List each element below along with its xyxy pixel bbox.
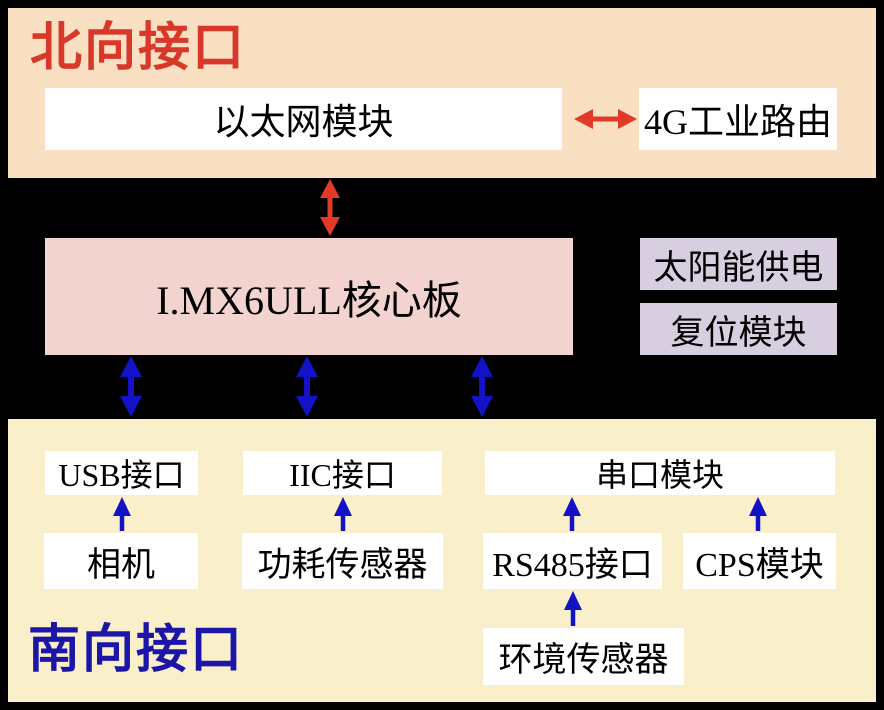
usb-interface-box: USB接口: [45, 451, 198, 495]
iic-interface-box: IIC接口: [243, 451, 442, 495]
southbound-title: 南向接口: [28, 622, 245, 679]
core-iic-double-arrow-icon: [296, 356, 318, 417]
core-serial-double-arrow-icon: [471, 356, 493, 417]
ethernet-module-box: 以太网模块: [45, 88, 562, 150]
core-usb-double-arrow-icon: [120, 356, 142, 417]
cps-module-box: CPS模块: [683, 533, 836, 589]
reset-module-box: 复位模块: [640, 303, 837, 355]
environment-sensor-box: 环境传感器: [483, 628, 684, 685]
northbound-title: 北向接口: [30, 20, 247, 77]
power-consumption-sensor-box: 功耗传感器: [242, 533, 443, 589]
camera-box: 相机: [44, 533, 198, 589]
rs485-interface-box: RS485接口: [483, 533, 662, 589]
ethernet-core-double-arrow-icon: [320, 179, 340, 236]
router-4g-box: 4G工业路由: [639, 88, 837, 150]
serial-port-module-box: 串口模块: [485, 451, 835, 495]
solar-power-box: 太阳能供电: [640, 238, 837, 290]
core-board-box: I.MX6ULL核心板: [45, 238, 573, 355]
